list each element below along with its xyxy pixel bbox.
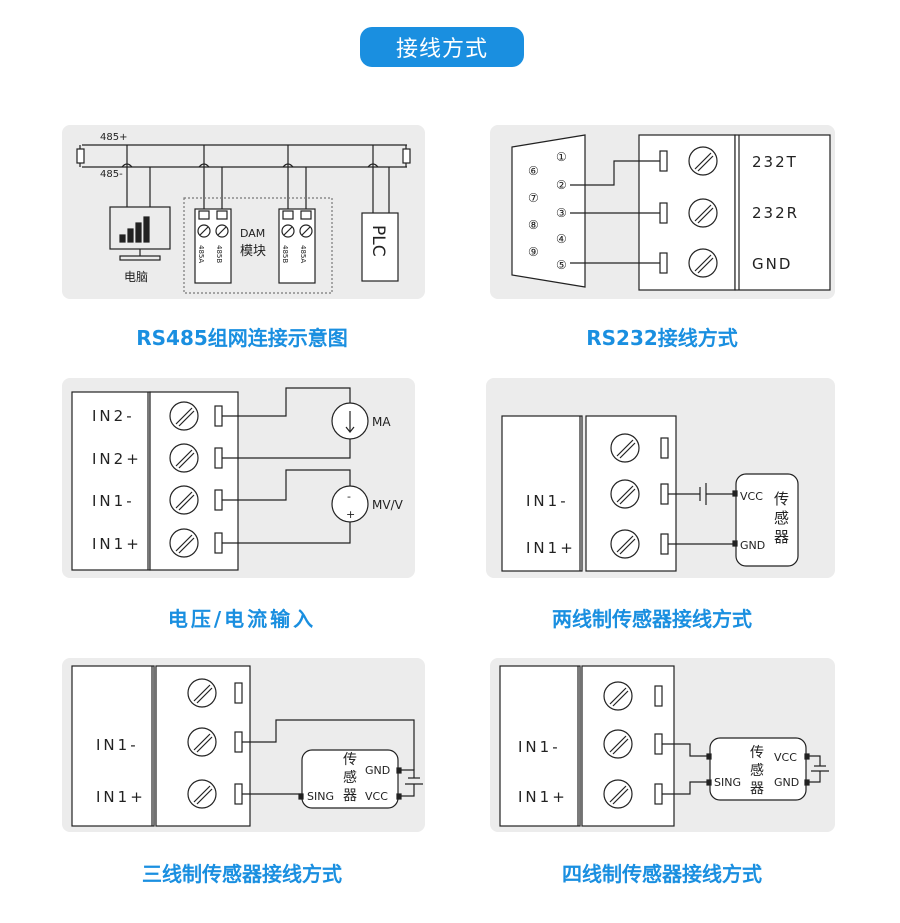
module-label: 模块	[240, 244, 266, 259]
bus-plus-label: 485+	[100, 132, 127, 143]
db9-pin-2: ②	[556, 178, 567, 192]
three-wire-caption: 三线制传感器接线方式	[142, 862, 342, 886]
db9-pin-4: ④	[556, 232, 567, 246]
db9-pin-6: ⑥	[528, 164, 539, 178]
db9-pin-7: ⑦	[528, 191, 539, 205]
two-wire-caption: 两线制传感器接线方式	[552, 607, 752, 631]
four-wire-sensor-2: 感	[750, 762, 764, 779]
dam1-pin-a: 485A	[197, 245, 205, 263]
three-wire-sensor-3: 器	[343, 788, 357, 804]
db9-pin-5: ⑤	[556, 258, 567, 272]
three-wire-sensor-1: 传	[343, 752, 357, 768]
four-wire-sensor-3: 器	[750, 781, 764, 797]
voltage-current-caption: 电压/电流输入	[167, 607, 317, 631]
computer-label: 电脑	[124, 270, 148, 284]
rs232-panel: ① ② ③ ④ ⑤ ⑥ ⑦ ⑧ ⑨ 232T 232R GND	[490, 125, 835, 299]
four-wire-sensor-1: 传	[750, 745, 764, 761]
rs232-diagram: ① ② ③ ④ ⑤ ⑥ ⑦ ⑧ ⑨ 232T 232R GND	[511, 134, 831, 291]
terminal-in2-minus: IN2-	[92, 407, 135, 425]
dam1-pin-b: 485B	[215, 245, 223, 263]
three-wire-in1-plus: IN1+	[96, 788, 146, 806]
four-wire-vcc: VCC	[774, 751, 797, 764]
rs485-panel: 485+ 485- 电脑 DAM 模块 485A 485B 485B 485A …	[62, 125, 425, 299]
two-wire-sensor-1: 传	[774, 490, 789, 508]
mv-minus: -	[347, 490, 351, 503]
four-wire-diagram: IN1- IN1+ 传 感 器 VCC GND SING	[499, 665, 829, 827]
two-wire-panel: IN1- IN1+ VCC GND 传 感 器	[486, 378, 835, 578]
page-title: 接线方式	[360, 27, 524, 67]
dam-label: DAM	[240, 227, 265, 240]
dam2-pin-a: 485A	[299, 245, 307, 263]
mv-plus: +	[346, 508, 355, 521]
two-wire-in1-plus: IN1+	[526, 539, 576, 557]
four-wire-caption: 四线制传感器接线方式	[562, 862, 762, 886]
rs232-caption: RS232接线方式	[586, 326, 738, 350]
terminal-232t: 232T	[752, 153, 798, 171]
terminal-gnd: GND	[752, 255, 792, 273]
terminal-in1-plus: IN1+	[92, 535, 142, 553]
three-wire-gnd: GND	[365, 764, 390, 777]
three-wire-panel: IN1- IN1+ 传 感 器 GND VCC SING	[62, 658, 425, 832]
db9-pin-1: ①	[556, 150, 567, 164]
two-wire-vcc: VCC	[740, 490, 763, 503]
four-wire-gnd: GND	[774, 776, 799, 789]
db9-pin-9: ⑨	[528, 245, 539, 259]
two-wire-gnd: GND	[740, 539, 765, 552]
three-wire-diagram: IN1- IN1+ 传 感 器 GND VCC SING	[71, 665, 423, 827]
db9-pin-8: ⑧	[528, 218, 539, 232]
mv-label: MV/V	[372, 498, 404, 512]
terminal-in2-plus: IN2+	[92, 450, 142, 468]
four-wire-in1-plus: IN1+	[518, 788, 568, 806]
rs485-diagram: 485+ 485- 电脑 DAM 模块 485A 485B 485B 485A …	[76, 132, 411, 294]
three-wire-sing: SING	[307, 790, 334, 803]
terminal-in1-minus: IN1-	[92, 492, 135, 510]
rs485-caption: RS485组网连接示意图	[136, 326, 348, 350]
three-wire-vcc: VCC	[365, 790, 388, 803]
two-wire-sensor-2: 感	[774, 509, 789, 527]
db9-pin-3: ③	[556, 206, 567, 220]
two-wire-in1-minus: IN1-	[526, 492, 569, 510]
two-wire-diagram: IN1- IN1+ VCC GND 传 感 器	[501, 415, 799, 572]
ma-label: MA	[372, 415, 391, 429]
plc-label: PLC	[368, 225, 388, 257]
four-wire-in1-minus: IN1-	[518, 738, 561, 756]
three-wire-in1-minus: IN1-	[96, 736, 139, 754]
terminal-232r: 232R	[752, 204, 799, 222]
three-wire-sensor-2: 感	[343, 769, 357, 786]
bus-minus-label: 485-	[100, 169, 123, 180]
two-wire-sensor-3: 器	[774, 528, 789, 546]
four-wire-sing: SING	[714, 776, 741, 789]
dam2-pin-b: 485B	[281, 245, 289, 263]
voltage-current-panel: IN2- IN2+ IN1- IN1+ MA MV/V - +	[62, 378, 415, 578]
voltage-current-diagram: IN2- IN2+ IN1- IN1+ MA MV/V - +	[71, 387, 404, 571]
four-wire-panel: IN1- IN1+ 传 感 器 VCC GND SING	[490, 658, 835, 832]
